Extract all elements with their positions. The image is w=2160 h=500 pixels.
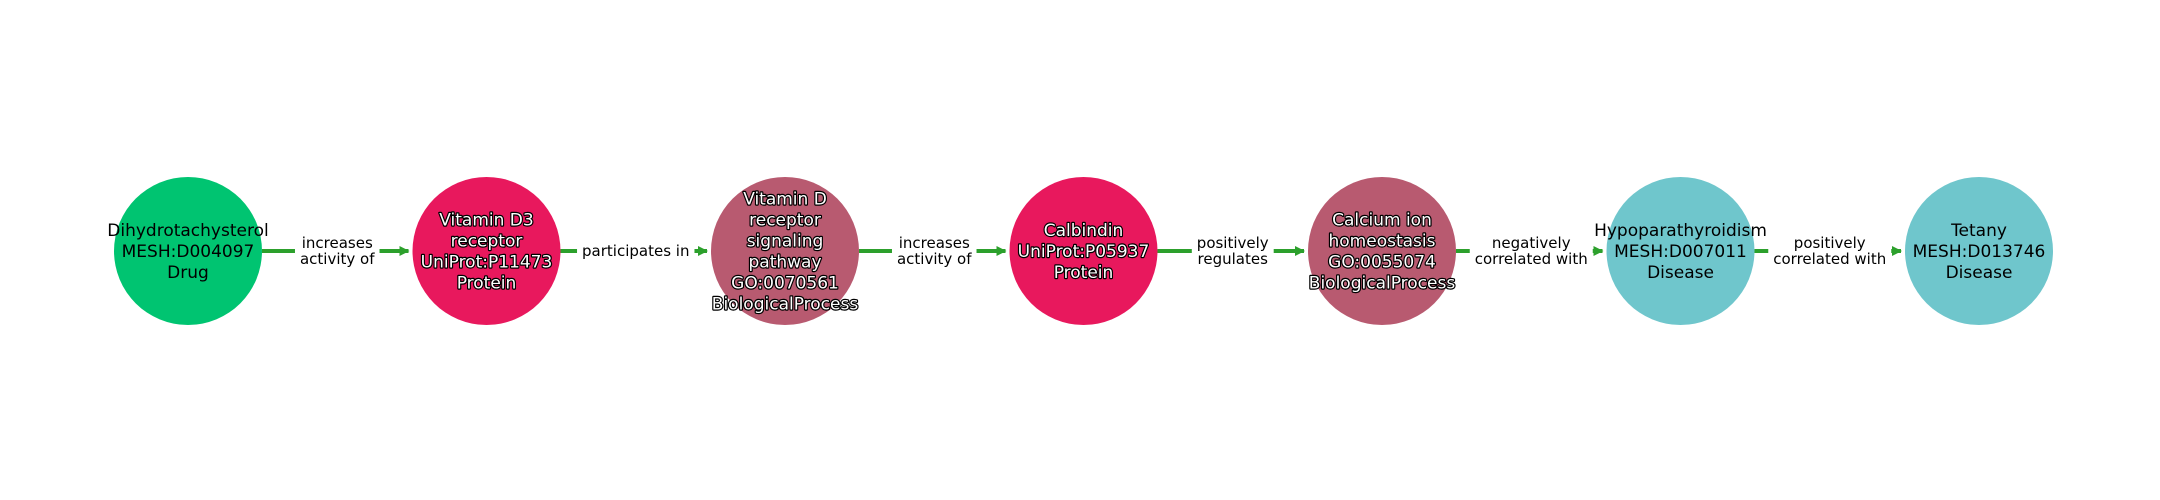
edge-label-line: increases (302, 234, 373, 252)
edge-label-line: regulates (1198, 250, 1269, 268)
edge-label-background (1469, 232, 1593, 270)
node-label-line: Drug (167, 263, 209, 283)
node-label-line: Hypoparathyroidism (1594, 221, 1767, 241)
node-label-line: MESH:D007011 (1614, 242, 1747, 262)
edge-label-line: negatively (1492, 234, 1571, 252)
node-label-line: Disease (1946, 263, 2013, 283)
edge-label-line: activity of (897, 250, 972, 268)
edge-label-background (1768, 232, 1892, 270)
node-label-line: BiologicalProcess (1309, 274, 1456, 294)
edge-label-line: positively (1794, 234, 1866, 252)
node-label-line: pathway (748, 253, 821, 273)
node-label-line: receptor (749, 211, 821, 231)
node-label-line: Protein (457, 274, 517, 294)
node-label-line: Calbindin (1044, 221, 1124, 241)
edge-label-background (1191, 232, 1274, 270)
node-label-line: BiologicalProcess (712, 295, 859, 315)
edge-label-background (577, 240, 695, 262)
node-label-line: MESH:D013746 (1913, 242, 2046, 262)
node-label-line: UniProt:P11473 (421, 253, 553, 273)
node-label-line: MESH:D004097 (122, 242, 255, 262)
node-label-line: Tetany (1950, 221, 2007, 241)
node-circle[interactable] (1009, 177, 1158, 325)
node-label-line: Calcium ion (1332, 211, 1432, 231)
node-circle[interactable] (114, 177, 262, 325)
node-n4[interactable]: Calcium ionhomeostasisGO:0055074Biologic… (1308, 177, 1457, 325)
edge-label-line: participates in (582, 242, 689, 260)
node-label-line: UniProt:P05937 (1018, 242, 1150, 262)
node-circle[interactable] (711, 177, 859, 325)
node-circle[interactable] (412, 177, 561, 325)
edge-label-line: increases (899, 234, 970, 252)
node-label-line: Vitamin D (743, 190, 827, 210)
node-label-line: Vitamin D3 (439, 211, 533, 231)
edge-label-background (294, 232, 380, 270)
node-label-line: Dihydrotachysterol (107, 221, 268, 241)
node-label-line: GO:0055074 (1328, 253, 1436, 273)
node-label-line: homeostasis (1329, 232, 1436, 252)
edge-label-line: correlated with (1475, 250, 1588, 268)
node-label-line: GO:0070561 (731, 274, 839, 294)
node-circle[interactable] (1606, 177, 1755, 325)
edge-label-background (891, 232, 977, 270)
edge-label-1: participates in (577, 240, 695, 262)
node-label-line: receptor (451, 232, 523, 252)
edge-label-line: positively (1197, 234, 1269, 252)
node-label-line: Disease (1647, 263, 1714, 283)
node-label-line: signaling (747, 232, 824, 252)
edge-label-line: correlated with (1773, 250, 1886, 268)
node-label-line: Protein (1054, 263, 1114, 283)
edge-label-line: activity of (300, 250, 375, 268)
node-circle[interactable] (1308, 177, 1456, 325)
node-n2[interactable]: Vitamin DreceptorsignalingpathwayGO:0070… (711, 177, 860, 325)
node-circle[interactable] (1905, 177, 2053, 325)
